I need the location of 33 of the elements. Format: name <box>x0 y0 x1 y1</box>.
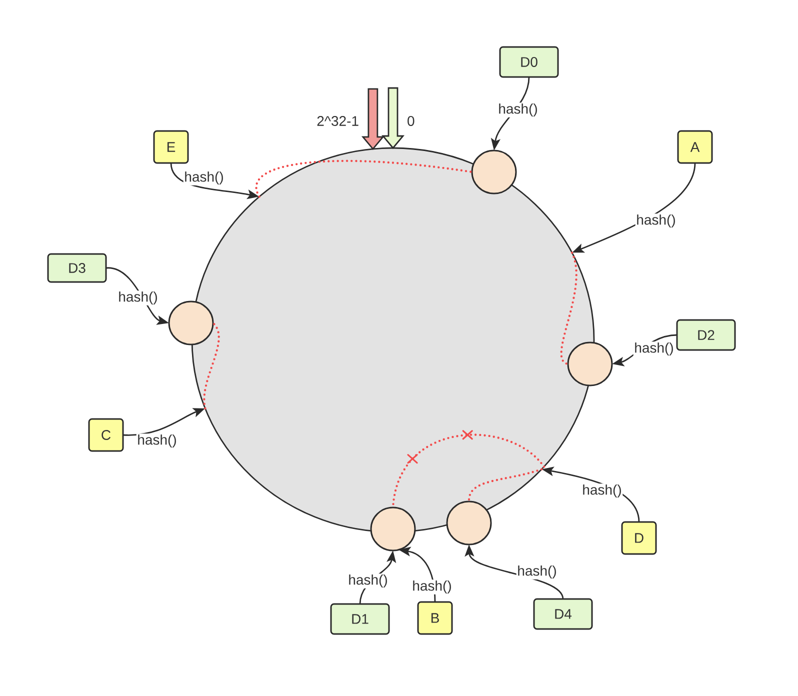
block-arrow <box>361 88 384 150</box>
block-arrow <box>382 87 404 150</box>
edge-label: hash() <box>347 574 389 588</box>
dotted-line <box>560 252 578 366</box>
dotted-line <box>255 160 474 198</box>
key-box: E <box>153 130 189 164</box>
dotted-line <box>203 322 220 410</box>
key-box: D <box>621 521 657 555</box>
node-circle <box>370 506 416 552</box>
edge-label: hash() <box>183 170 225 186</box>
edge-label: 2^32-1 <box>316 115 360 127</box>
dotted-line <box>468 468 543 503</box>
node-box: D2 <box>676 319 736 351</box>
edge-label: hash() <box>633 342 675 356</box>
edge-label: hash() <box>497 102 539 118</box>
edge-label: hash() <box>516 564 558 580</box>
node-circle <box>446 500 492 546</box>
edge-label: hash() <box>581 484 623 498</box>
node-circle <box>471 150 517 194</box>
key-box: A <box>677 130 713 164</box>
node-box: D4 <box>533 598 593 630</box>
node-circle <box>567 342 613 386</box>
edge-label: hash() <box>411 580 453 594</box>
node-circle <box>168 300 214 346</box>
edge-label: 0 <box>406 115 416 127</box>
edge-label: hash() <box>117 290 159 306</box>
key-box: B <box>417 601 453 635</box>
node-box: D1 <box>330 603 390 635</box>
node-box: D3 <box>47 253 107 283</box>
node-box: D0 <box>499 46 559 78</box>
edge-label: hash() <box>635 214 677 228</box>
key-box: C <box>88 418 124 452</box>
edge-label: hash() <box>136 434 178 448</box>
